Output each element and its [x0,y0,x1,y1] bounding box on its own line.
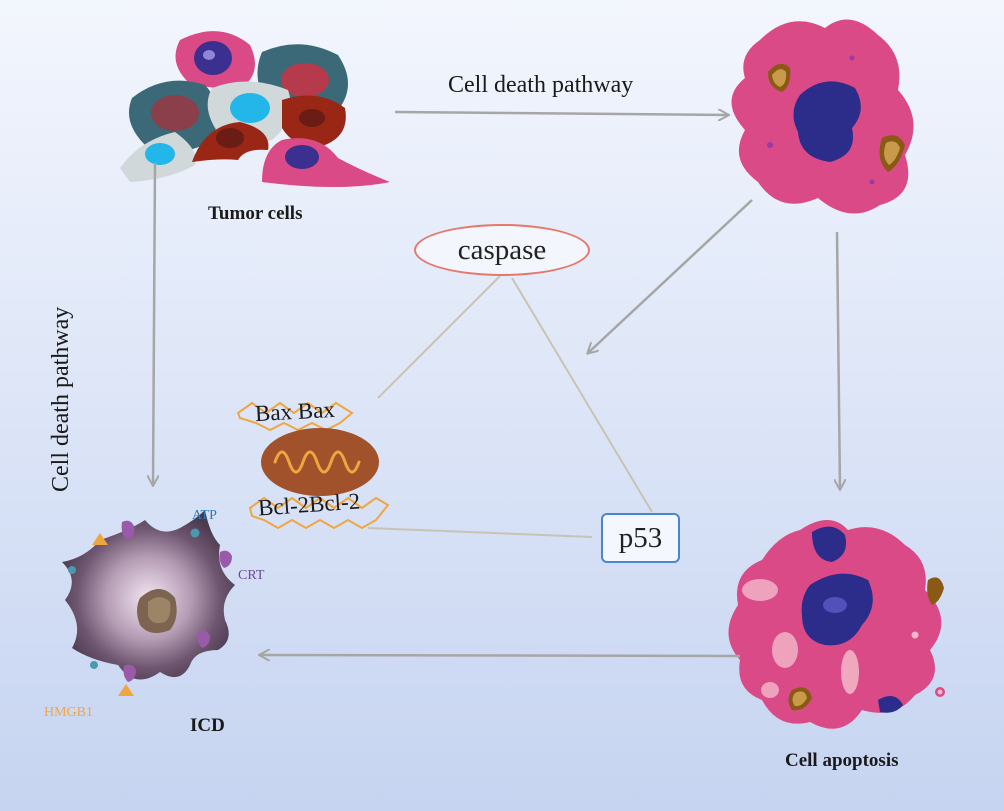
bax-zigzag-icon [236,401,354,432]
pink-cell-icon [731,19,914,214]
icd-cell-icon [62,510,235,696]
arrow-pink-to-caspase [588,199,753,353]
connector-caspase-bax [377,275,501,399]
atp-label: ATP [192,508,217,523]
mito-cristae-icon [273,450,361,474]
tumor-cells-label: Tumor cells [208,203,303,224]
arrow-apoptosis-to-icd [260,655,741,656]
bcl2-zigzag-icon [248,496,390,530]
arrows [153,112,840,656]
crt-marker [219,550,232,568]
bax-label: Bax Bax [254,396,336,427]
arrow-tumor-to-icd [153,162,155,485]
cell-apoptosis-label: Cell apoptosis [785,750,899,771]
icd-label: ICD [190,715,225,736]
pathway-top-label: Cell death pathway [448,72,634,98]
arrow-pink-to-apoptosis [837,231,840,489]
crt-label: CRT [238,568,265,583]
atp-marker [190,528,200,538]
caspase-label: caspase [457,233,547,266]
tumor-cells-icon [120,31,390,187]
connector-caspase-p53 [511,277,653,513]
hmgb1-label: HMGB1 [44,705,94,720]
mitochondria-icon [236,401,390,530]
hmgb1-marker [118,684,134,696]
p53-label: p53 [618,521,663,554]
pathway-left-label: Cell death pathway [48,306,74,492]
p53-node: p53 [601,513,680,563]
caspase-node: caspase [414,224,590,276]
apoptosis-cell-icon [728,520,945,729]
connectors [367,275,653,538]
connector-bcl2-p53 [367,527,593,538]
arrow-tumor-to-pink [394,112,728,115]
